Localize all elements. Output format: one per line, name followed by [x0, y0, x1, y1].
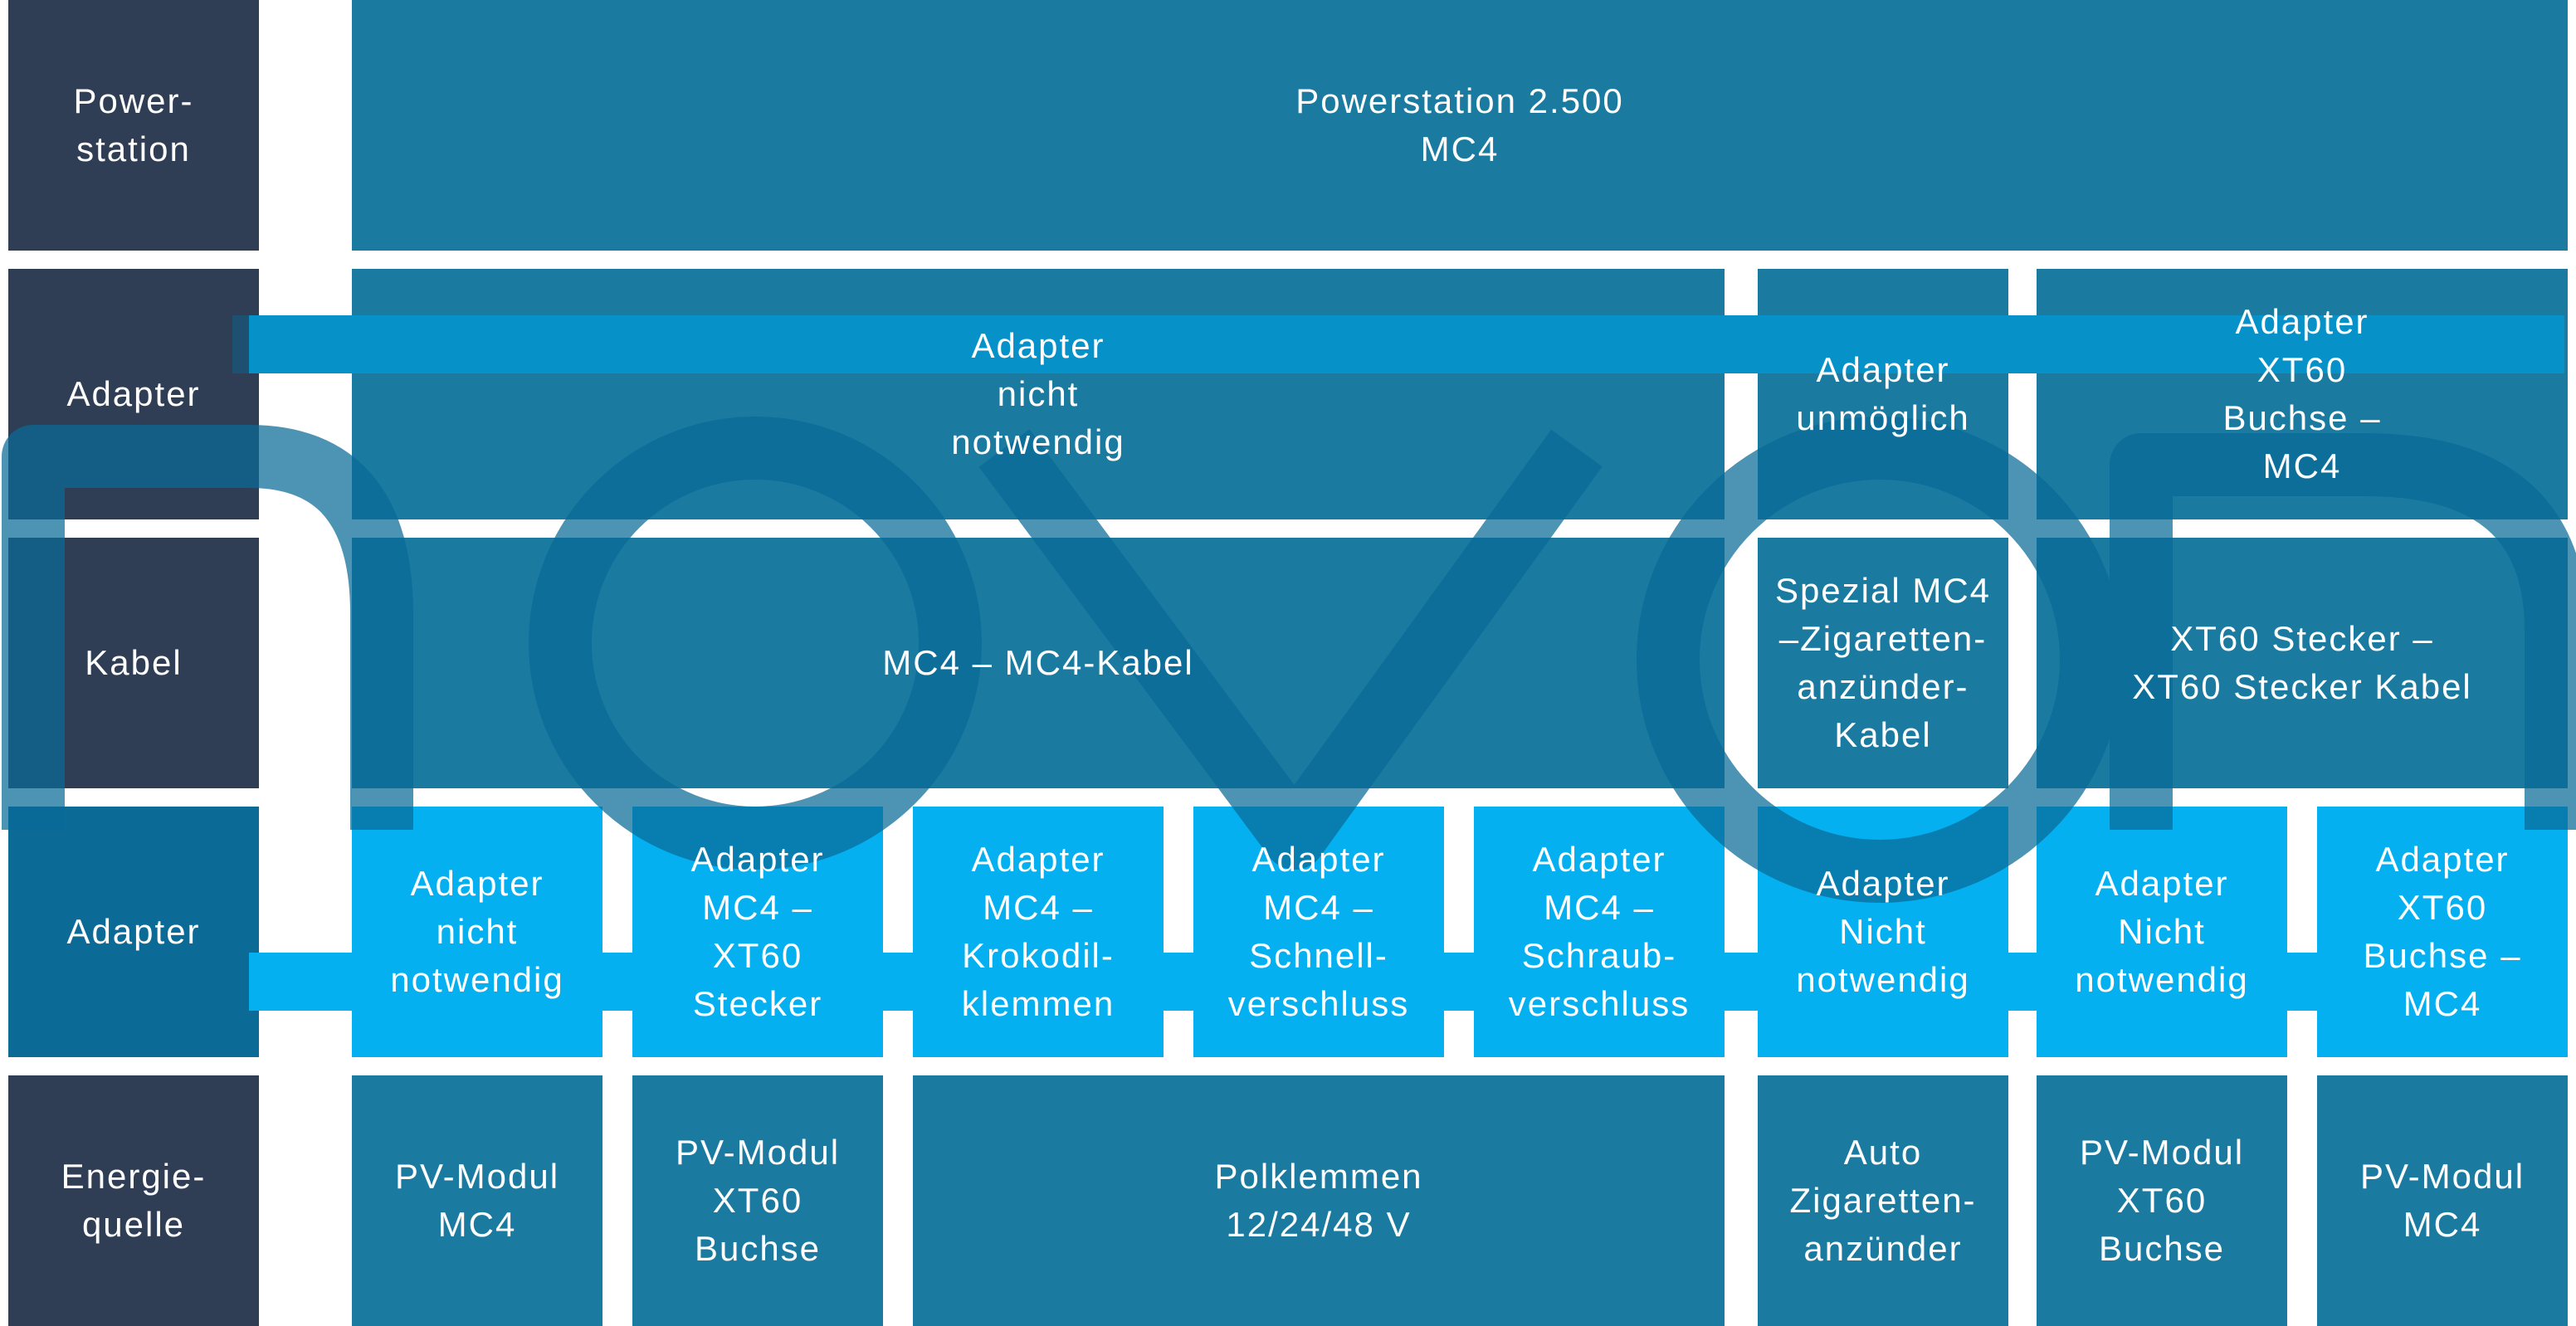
powerstation-cell: Powerstation 2.500 MC4 — [352, 0, 2568, 251]
adapter-bottom-text: Adapter Nicht notwendig — [2075, 864, 2249, 999]
energiequelle-cell: PV-Modul XT60 Buchse — [632, 1075, 883, 1326]
row-label-adapter-top: Adapter — [8, 269, 259, 519]
adapter-top-text: Adapter nicht notwendig — [951, 326, 1125, 461]
kabel-text: MC4 – MC4-Kabel — [882, 643, 1194, 682]
powerstation-text: Powerstation 2.500 MC4 — [1295, 81, 1624, 168]
energiequelle-text: PV-Modul XT60 Buchse — [675, 1133, 841, 1268]
adapter-bottom-cell: Adapter Nicht notwendig — [1758, 807, 2008, 1057]
adapter-bottom-cell: Adapter MC4 – Schraub- verschluss — [1474, 807, 1725, 1057]
adapter-top-text: Adapter unmöglich — [1796, 350, 1970, 437]
adapter-bottom-text: Adapter MC4 – Schnell- verschluss — [1227, 840, 1410, 1023]
kabel-text: Spezial MC4 –Zigaretten- anzünder- Kabel — [1774, 571, 1992, 754]
row-label-text: Adapter — [66, 374, 201, 413]
energiequelle-text: Polklemmen 12/24/48 V — [1214, 1157, 1423, 1244]
adapter-bottom-cell: Adapter MC4 – Krokodil- klemmen — [913, 807, 1164, 1057]
row-label-text: Energie- quelle — [61, 1157, 207, 1244]
energiequelle-cell: Auto Zigaretten- anzünder — [1758, 1075, 2008, 1326]
adapter-top-cell: Adapter nicht notwendig — [352, 269, 1725, 519]
energiequelle-cell: PV-Modul MC4 — [2317, 1075, 2568, 1326]
kabel-cell: MC4 – MC4-Kabel — [352, 538, 1725, 788]
adapter-bottom-text: Adapter XT60 Buchse – MC4 — [2363, 840, 2522, 1023]
adapter-bottom-text: Adapter MC4 – Krokodil- klemmen — [961, 840, 1115, 1023]
adapter-top-cell: Adapter unmöglich — [1758, 269, 2008, 519]
kabel-cell: Spezial MC4 –Zigaretten- anzünder- Kabel — [1758, 538, 2008, 788]
adapter-top-cell: Adapter XT60 Buchse – MC4 — [2037, 269, 2568, 519]
row-label-text: Adapter — [66, 912, 201, 951]
adapter-bottom-cell: Adapter XT60 Buchse – MC4 — [2317, 807, 2568, 1057]
energiequelle-cell: PV-Modul MC4 — [352, 1075, 603, 1326]
adapter-bottom-text: Adapter Nicht notwendig — [1796, 864, 1970, 999]
row-label-kabel: Kabel — [8, 538, 259, 788]
row-label-adapter-bottom: Adapter — [8, 807, 259, 1057]
adapter-bottom-cell: Adapter MC4 – XT60 Stecker — [632, 807, 883, 1057]
adapter-bottom-text: Adapter MC4 – Schraub- verschluss — [1508, 840, 1690, 1023]
adapter-bottom-cell: Adapter nicht notwendig — [352, 807, 603, 1057]
row-label-text: Power- station — [73, 81, 194, 168]
energiequelle-text: PV-Modul MC4 — [394, 1157, 560, 1244]
energiequelle-text: PV-Modul MC4 — [2359, 1157, 2525, 1244]
row-label-powerstation: Power- station — [8, 0, 259, 251]
kabel-text: XT60 Stecker – XT60 Stecker Kabel — [2132, 619, 2472, 706]
energiequelle-text: PV-Modul XT60 Buchse — [2079, 1133, 2245, 1268]
row-label-text: Kabel — [85, 643, 183, 682]
row-label-energiequelle: Energie- quelle — [8, 1075, 259, 1326]
energiequelle-cell: Polklemmen 12/24/48 V — [913, 1075, 1725, 1326]
energiequelle-cell: PV-Modul XT60 Buchse — [2037, 1075, 2287, 1326]
adapter-bottom-text: Adapter MC4 – XT60 Stecker — [690, 840, 825, 1023]
adapter-bottom-text: Adapter nicht notwendig — [390, 864, 564, 999]
adapter-bottom-cell: Adapter MC4 – Schnell- verschluss — [1193, 807, 1444, 1057]
adapter-top-text: Adapter XT60 Buchse – MC4 — [2222, 302, 2382, 485]
energiequelle-text: Auto Zigaretten- anzünder — [1789, 1133, 1977, 1268]
kabel-cell: XT60 Stecker – XT60 Stecker Kabel — [2037, 538, 2568, 788]
adapter-bottom-cell: Adapter Nicht notwendig — [2037, 807, 2287, 1057]
